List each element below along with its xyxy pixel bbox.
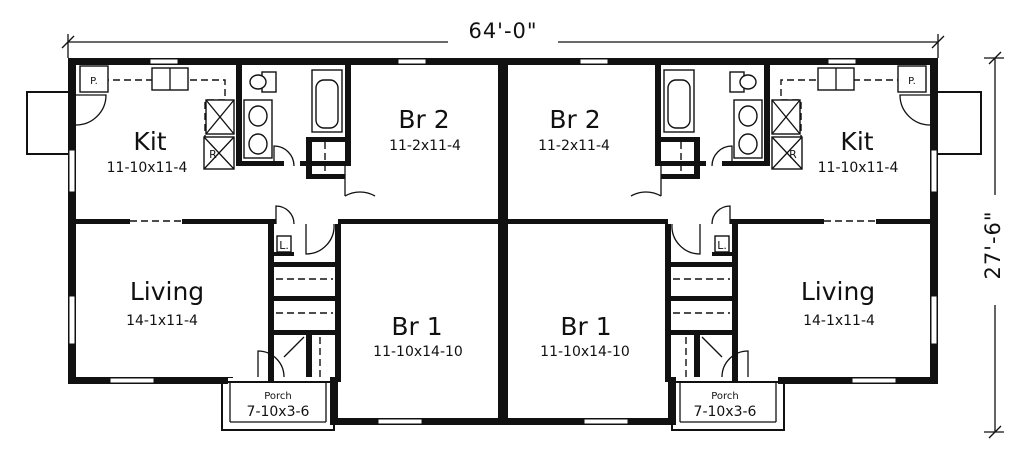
overall-depth-label: 27'-6" [981, 210, 1005, 279]
right-pantry [897, 65, 927, 93]
right-porch-size: 7-10x3-6 [694, 404, 757, 420]
windows [68, 58, 938, 425]
right-br1-name: Br 1 [560, 312, 611, 341]
left-porch-size: 7-10x3-6 [247, 404, 310, 420]
svg-text:P.: P. [90, 76, 98, 87]
left-kitchen-size: 11-10x11-4 [107, 160, 188, 176]
right-kitchen-fixtures: P. R [771, 65, 931, 170]
left-living-name: Living [130, 277, 204, 306]
left-br1-name: Br 1 [391, 312, 442, 341]
left-living-size: 14-1x11-4 [126, 313, 198, 329]
right-unit-interior-walls [508, 65, 930, 382]
width-dimension: 64'-0" [61, 19, 945, 58]
left-br2-size: 11-2x11-4 [389, 138, 461, 154]
right-br2-size: 11-2x11-4 [538, 138, 610, 154]
left-br1-size: 11-10x14-10 [373, 344, 463, 360]
left-bath-fixtures [243, 69, 376, 378]
exterior-walls [68, 58, 938, 425]
right-kitchen-size: 11-10x11-4 [818, 160, 899, 176]
left-kitchen-name: Kit [133, 127, 166, 156]
right-living-name: Living [801, 277, 875, 306]
left-kitchen-fixtures: P. R [75, 65, 235, 170]
left-unit-interior-walls [76, 65, 498, 382]
right-living-size: 14-1x11-4 [803, 313, 875, 329]
right-kitchen-name: Kit [840, 127, 873, 156]
right-linen-label: L. [717, 239, 727, 252]
svg-text:P.: P. [908, 76, 916, 87]
svg-text:R: R [209, 148, 217, 161]
left-side-stoop [26, 91, 72, 155]
left-linen-label: L. [279, 239, 289, 252]
svg-text:R: R [789, 148, 797, 161]
depth-dimension: 27'-6" [975, 51, 1015, 439]
left-porch-name: Porch [264, 391, 292, 402]
right-br1-size: 11-10x14-10 [540, 344, 630, 360]
left-br2-name: Br 2 [398, 105, 449, 134]
left-pantry [79, 65, 109, 93]
right-side-stoop [936, 91, 982, 155]
right-br2-name: Br 2 [549, 105, 600, 134]
right-bath-fixtures [630, 69, 763, 378]
right-porch-name: Porch [711, 391, 739, 402]
overall-width-label: 64'-0" [468, 19, 537, 43]
